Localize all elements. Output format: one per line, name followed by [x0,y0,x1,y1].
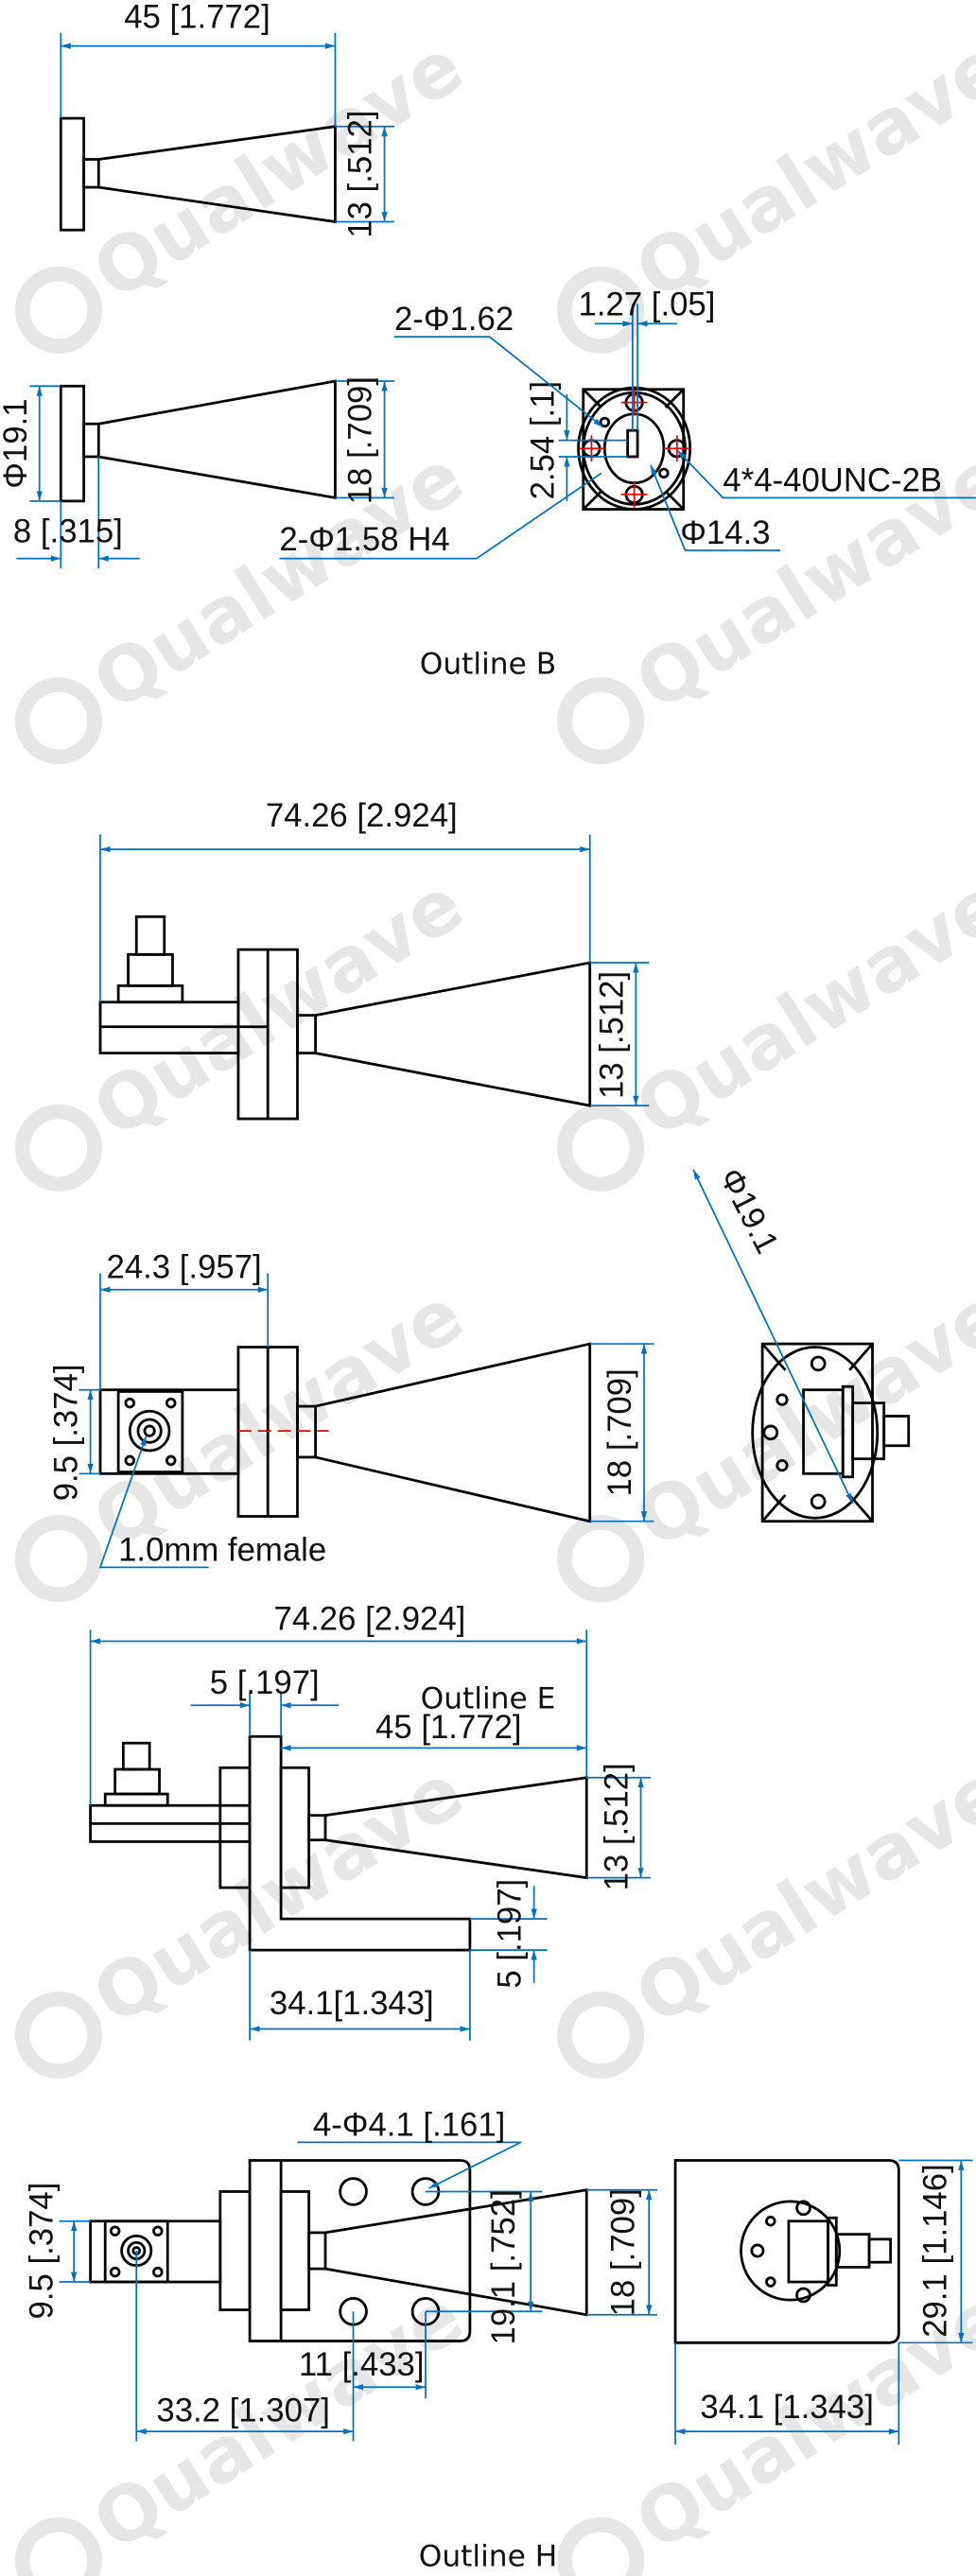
dim-plate-width-label: 34.1 [1.343] [700,2390,873,2426]
plate-front-view [673,2159,900,2344]
connector-label: 1.0mm female [118,1532,326,1568]
assembly-top-view [98,1342,592,1523]
dim-adapter-height-label: 9.5 [.374] [49,1364,85,1501]
pin-holes-h4-label: 2-Φ1.58 H4 [279,522,449,558]
holes-label: 4-Φ4.1 [.161] [313,2107,505,2143]
dim-plate-height-label: 29.1 [1.146] [918,2164,954,2337]
dim-hole-span-v-label: 19.1 [.752] [486,2189,522,2344]
pin-holes-label: 2-Φ1.62 [394,302,514,338]
dim-offset-v-label: 2.54 [.1] [525,381,561,500]
flange-front-view [577,386,692,511]
outline-title: Outline E [421,1682,556,1716]
dim-flange-dia-label: Φ19.1 [0,398,34,488]
watermark-logo: Qualwave [78,22,479,317]
outline-b: 45 [1.772] 13 [.512] 18 [.709] Φ19.1 8 [… [0,0,976,681]
dim-flange-thk-label: 5 [.197] [210,1665,320,1701]
dim-aperture-large-label: 18 [.709] [606,2188,642,2316]
dim-length-label: 74.26 [2.924] [274,1601,466,1637]
dim-aperture-small-label: 13 [.512] [343,111,379,238]
dim-horn-length-label: 45 [1.772] [375,1710,522,1746]
dim-adapter-height-label: 9.5 [.374] [25,2183,61,2320]
assembly-side-view [98,914,592,1121]
threads-label: 4*4-40UNC-2B [723,462,942,498]
dim-bracket-thk-label: 5 [.197] [493,1879,529,1989]
watermark-logo: Qualwave [620,22,976,317]
outline-title: Outline B [420,647,557,681]
dim-aperture-small-label: 13 [.512] [600,1763,636,1890]
dim-aperture-large-label: 18 [.709] [343,376,379,504]
dim-bracket-len-label: 34.1[1.343] [270,1986,434,2022]
outline-h: 74.26 [2.924] 5 [.197] 45 [1.772] 13 [.5… [25,1601,973,2574]
dim-flange-dia-label: Φ19.1 [712,1162,785,1259]
horn-side-view [59,379,337,503]
watermark-logo: Qualwave [78,1270,479,1565]
watermark-logo: Qualwave [78,432,479,727]
bolt-circle-label: Φ14.3 [680,515,770,551]
dim-aperture-large-label: 18 [.709] [602,1368,638,1496]
dim-aperture-small-label: 13 [.512] [594,971,630,1099]
watermark-logo: Qualwave [620,860,976,1155]
dim-hole-span-h-label: 11 [.433] [299,2347,425,2383]
dim-hole-offset-label: 33.2 [1.307] [156,2393,329,2429]
watermark-logo: Qualwave [78,860,479,1155]
dim-offset-h-label: 1.27 [.05] [579,287,716,323]
watermark-logo: Qualwave [620,1747,976,2042]
outline-title: Outline H [419,2540,558,2574]
dim-length-label: 74.26 [2.924] [266,798,458,834]
dim-length-label: 45 [1.772] [124,0,270,36]
outline-e: 74.26 [2.924] 13 [.512] 24.3 [.957] 9.5 … [49,798,911,1716]
dim-flange-thk-label: 8 [.315] [13,513,123,549]
dim-adapter-length-label: 24.3 [.957] [107,1250,262,1286]
horn-top-view [59,116,337,232]
